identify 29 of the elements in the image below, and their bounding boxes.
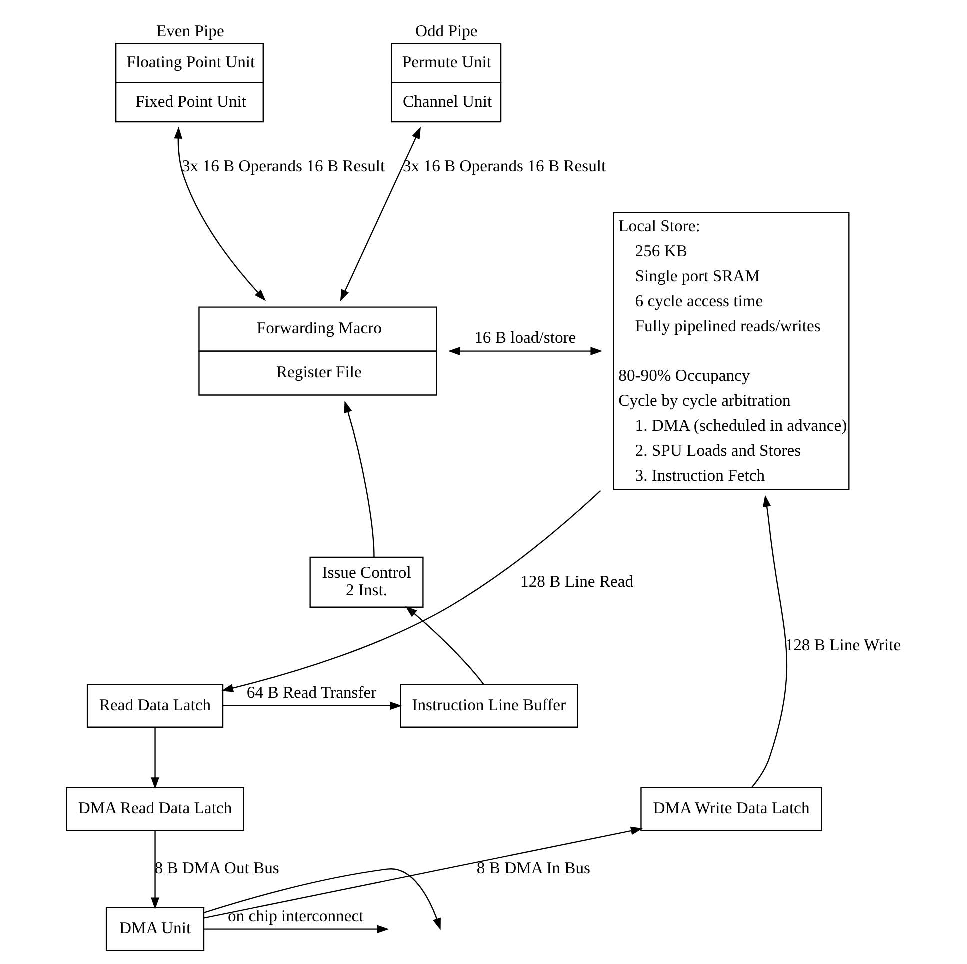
node-box: DMA Read Data Latch xyxy=(66,787,244,832)
arrow xyxy=(222,490,602,692)
edge-label: 8 B DMA In Bus xyxy=(476,858,591,878)
edge-label: on chip interconnect xyxy=(228,906,364,926)
arrow xyxy=(752,495,788,788)
arrow xyxy=(174,126,266,302)
arrow xyxy=(406,606,484,685)
node-box: Issue Control 2 Inst. xyxy=(310,556,424,608)
arrow xyxy=(448,347,603,356)
node-label: Odd Pipe xyxy=(415,22,478,41)
node-label: Even Pipe xyxy=(156,22,224,41)
node-box: Instruction Line Buffer xyxy=(400,684,578,728)
node-box: Local Store: 256 KB Single port SRAM 6 cycle access time Fully pipelined reads/writes 80-90% Occupancy Cycle by cycle arbitration 1. DMA (scheduled in advance) 2. SPU Loads and Stores 3. Instruction Fetch xyxy=(613,212,850,490)
edge-label: 16 B load/store xyxy=(474,328,576,348)
edge-label: 128 B Line Read xyxy=(520,572,634,591)
edge-label: 128 B Line Write xyxy=(785,635,902,654)
edge-label: 64 B Read Transfer xyxy=(246,682,377,702)
node-box: Read Data Latch xyxy=(86,684,224,728)
node-box: DMA Write Data Latch xyxy=(640,787,822,832)
arrow xyxy=(204,925,390,934)
edge-label: 3x 16 B Operands 16 B Result xyxy=(402,156,606,176)
node-box: DMA Unit xyxy=(106,907,205,952)
edge-label: 3x 16 B Operands 16 B Result xyxy=(182,156,386,176)
arrow xyxy=(204,868,441,930)
arrow xyxy=(340,127,421,302)
arrow xyxy=(204,826,643,919)
arrow xyxy=(344,400,375,558)
arrow xyxy=(151,728,160,790)
arrow xyxy=(223,702,402,710)
